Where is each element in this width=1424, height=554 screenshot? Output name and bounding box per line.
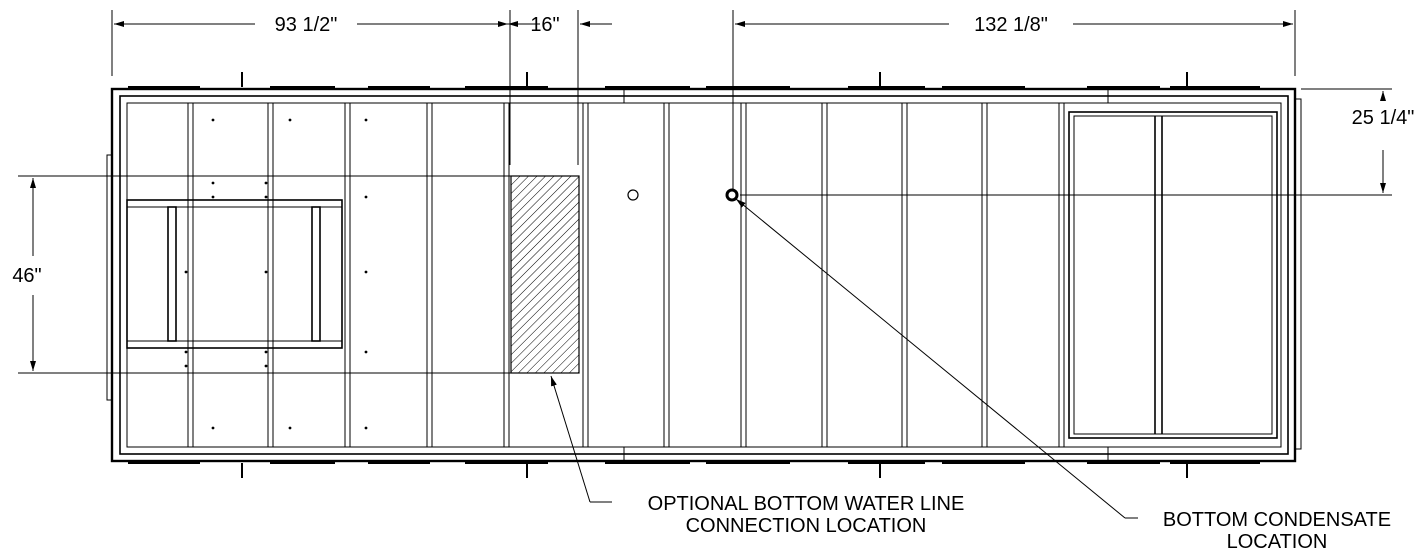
fastener-dot <box>364 350 368 354</box>
fastener-dot <box>288 426 292 430</box>
dim-46: 46" <box>12 265 41 287</box>
fastener-dot <box>264 364 268 368</box>
fastener-dot <box>184 270 188 274</box>
fastener-dot <box>364 270 368 274</box>
dim-93-1-2: 93 1/2" <box>275 14 338 36</box>
fastener-dot <box>211 426 215 430</box>
fastener-dot <box>264 195 268 199</box>
unit-outline <box>106 87 1302 463</box>
water-line-connection-area <box>510 175 580 374</box>
fastener-dot <box>184 350 188 354</box>
vertical-channels <box>127 103 1065 447</box>
left-opening-frame <box>126 199 343 349</box>
right-dimension-lines <box>740 88 1392 196</box>
water-line-label-1: OPTIONAL BOTTOM WATER LINE <box>648 493 965 515</box>
fastener-dot <box>264 350 268 354</box>
left-dimension-lines <box>18 175 511 374</box>
bottom-lifting-lugs <box>128 462 1260 478</box>
dim-16: 16" <box>530 14 559 36</box>
condensate-label-1: BOTTOM CONDENSATE <box>1163 509 1391 531</box>
water-line-label-2: CONNECTION LOCATION <box>686 515 927 537</box>
top-lifting-lugs <box>128 72 1260 88</box>
condensate-leader <box>735 198 1138 519</box>
dim-25-1-4: 25 1/4" <box>1352 107 1415 129</box>
dim-132-1-8: 132 1/8" <box>974 14 1048 36</box>
fastener-dot <box>364 195 368 199</box>
top-dimension-lines <box>111 10 1296 190</box>
right-panel-section <box>1068 111 1278 439</box>
fastener-dot <box>264 270 268 274</box>
fastener-dot <box>211 181 215 185</box>
water-line-leader <box>550 375 612 503</box>
fastener-dots <box>184 118 368 430</box>
fastener-dot <box>364 118 368 122</box>
condensate-label-2: LOCATION <box>1227 531 1328 553</box>
fastener-dot <box>364 426 368 430</box>
fastener-dot <box>184 364 188 368</box>
fastener-dot <box>211 195 215 199</box>
fastener-dot <box>264 181 268 185</box>
condensate-outlet <box>725 188 739 202</box>
hole-marker <box>627 189 639 201</box>
fastener-dot <box>211 118 215 122</box>
fastener-dot <box>288 118 292 122</box>
